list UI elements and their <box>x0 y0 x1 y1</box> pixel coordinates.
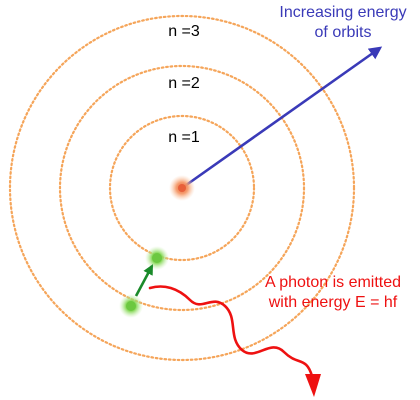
orbit-label-n1: n =1 <box>168 129 200 146</box>
transition-arrow <box>134 264 154 297</box>
electron-inner-core <box>152 253 162 263</box>
electron-outer-core <box>126 301 136 311</box>
energy-label-line2: of orbits <box>315 24 372 41</box>
energy-label-line1: Increasing energy <box>279 4 406 21</box>
energy-arrow <box>181 46 383 190</box>
photon-wave <box>148 285 314 378</box>
orbit-label-n2: n =2 <box>168 75 200 92</box>
photon-arrowhead <box>305 374 321 397</box>
orbit-n1 <box>108 114 256 262</box>
orbit-n3 <box>8 14 356 362</box>
photon-label-line2: with energy E = hf <box>268 294 398 311</box>
photon-label-line1: A photon is emitted <box>265 274 401 291</box>
orbit-n2 <box>58 64 306 312</box>
orbit-label-n3: n =3 <box>168 23 200 40</box>
nucleus-core <box>178 184 186 192</box>
